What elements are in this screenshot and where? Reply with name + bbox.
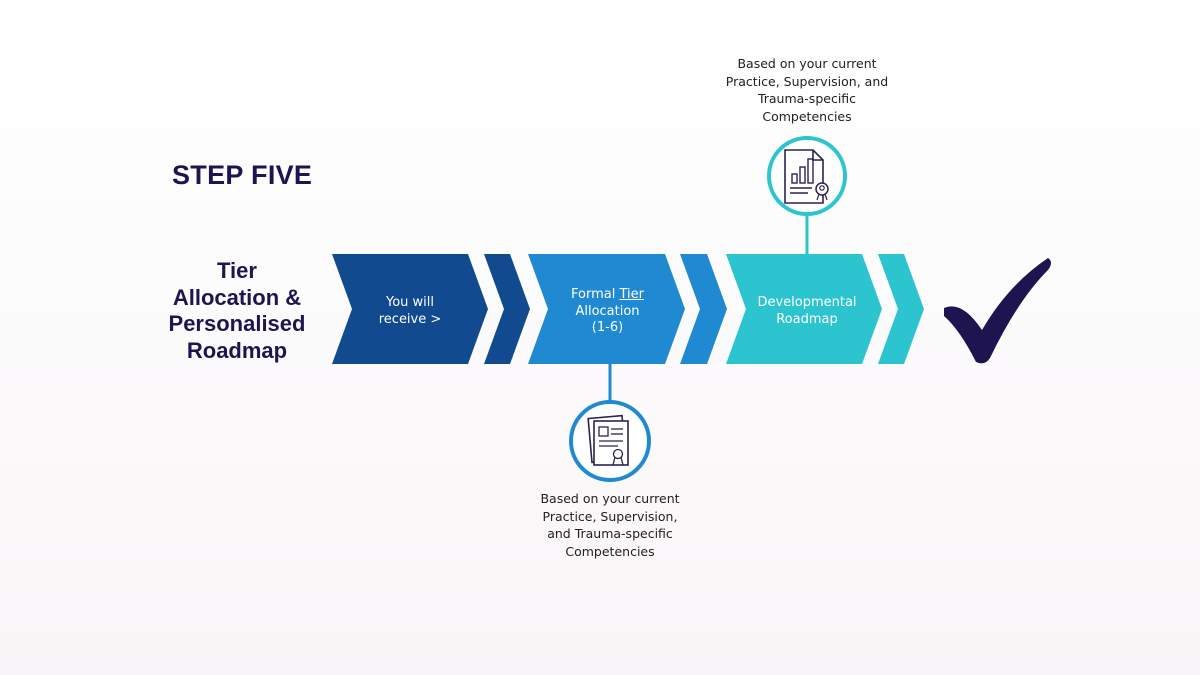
step-subtitle: Tier Allocation & Personalised Roadmap xyxy=(147,258,327,364)
stage-label-3: Developmental Roadmap xyxy=(742,295,872,328)
note-line: Practice, Supervision, xyxy=(542,508,678,524)
note-line: and Trauma-specific xyxy=(547,526,673,541)
stage-label-prefix: Formal xyxy=(571,287,620,302)
stage-chevron-3 xyxy=(726,254,882,364)
stage-label-line: receive > xyxy=(378,311,442,327)
note-line: Practice, Supervision, and xyxy=(725,73,889,89)
stage-label-line: Roadmap xyxy=(776,311,838,327)
stage-label-line: Developmental xyxy=(757,295,857,310)
stage-chevron-1 xyxy=(332,254,488,364)
stage-chevron-2 xyxy=(528,254,685,364)
stage-separator-3 xyxy=(878,254,924,364)
subtitle-line: Roadmap xyxy=(186,337,288,363)
note-line: Based on your current xyxy=(737,56,877,71)
stage-separator-1 xyxy=(484,254,530,364)
subtitle-line: Tier xyxy=(217,258,257,283)
stage-label-line: (1-6) xyxy=(591,320,624,335)
note-line: Competencies xyxy=(565,543,655,559)
note-line: Trauma-specific xyxy=(757,91,857,106)
checkmark-icon xyxy=(944,258,1051,364)
stage-label-line: You will xyxy=(385,295,434,310)
note-top: Based on your current Practice, Supervis… xyxy=(702,55,912,125)
subtitle-line: Allocation & xyxy=(172,284,302,310)
note-line: Based on your current xyxy=(540,491,680,506)
certificate-icon xyxy=(569,400,651,482)
tier-link: Tier xyxy=(619,287,644,302)
stage-separator-2 xyxy=(680,254,727,364)
step-title: STEP FIVE xyxy=(172,160,313,190)
note-line: Competencies xyxy=(762,108,852,124)
note-bottom: Based on your current Practice, Supervis… xyxy=(505,490,715,560)
stage-label-line: Allocation xyxy=(575,303,640,319)
subtitle-line: Personalised xyxy=(168,311,306,336)
report-chart-icon xyxy=(767,136,847,216)
stage-label-2: Formal Tier Allocation (1-6) xyxy=(545,287,670,337)
stage-label-1: You will receive > xyxy=(350,295,470,328)
stage-label-line: Formal Tier xyxy=(545,287,670,304)
